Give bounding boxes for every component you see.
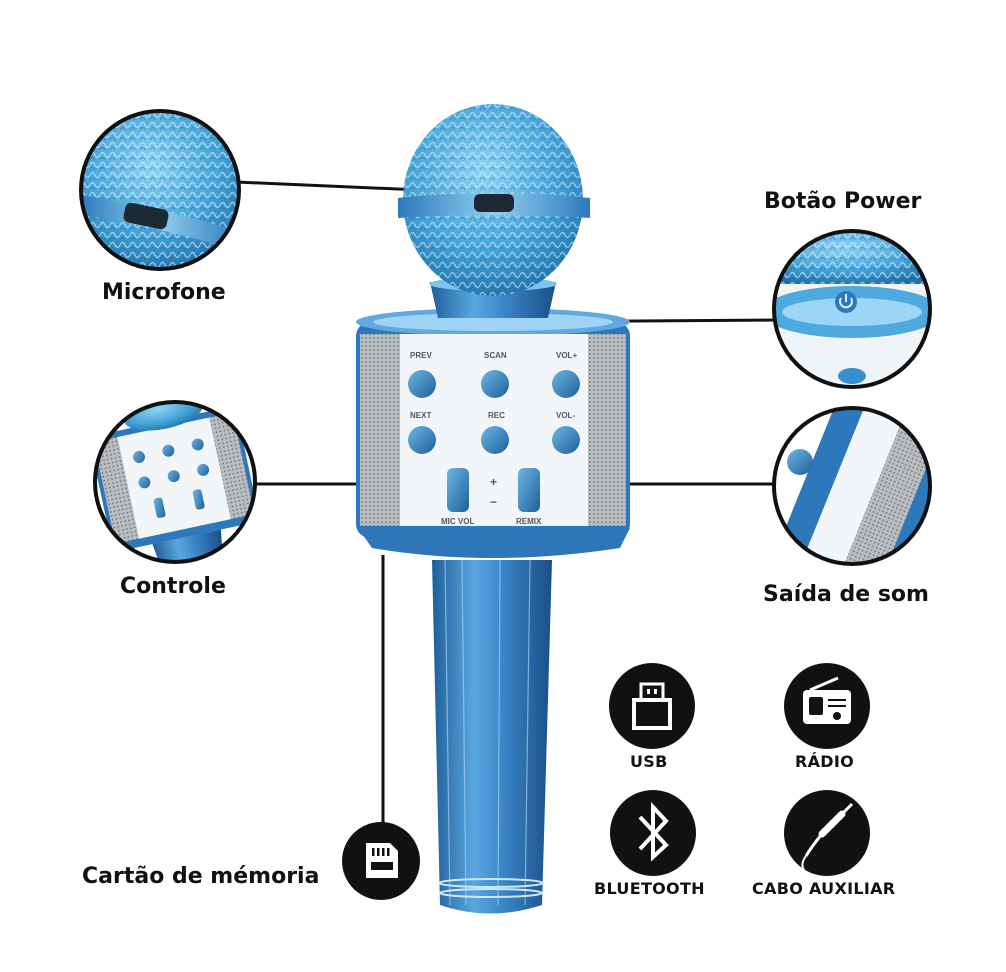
microphone-detail-circle	[79, 109, 241, 271]
panel-label-next: NEXT	[410, 411, 431, 420]
vol-up-button[interactable]	[552, 370, 580, 398]
panel-label-vol-up: VOL+	[556, 351, 577, 360]
sound-output-detail-circle	[772, 406, 932, 566]
panel-label-rec: REC	[488, 411, 505, 420]
panel-label-prev: PREV	[410, 351, 432, 360]
bluetooth-icon	[610, 790, 696, 876]
vol-down-button[interactable]	[552, 426, 580, 454]
aux-cable-icon	[784, 790, 870, 876]
next-button[interactable]	[408, 426, 436, 454]
rec-button[interactable]	[481, 426, 509, 454]
callout-sound-output: Saída de som	[763, 582, 929, 607]
feature-label-usb: USB	[630, 752, 668, 771]
mic-vol-slider[interactable]	[447, 468, 469, 512]
memory-card-icon	[342, 822, 420, 900]
microphone-body	[356, 104, 630, 914]
callout-controls: Controle	[120, 574, 226, 599]
panel-label-mic-vol: MIC VOL	[441, 517, 474, 526]
feature-label-bluetooth: BLUETOOTH	[594, 879, 705, 898]
power-detail-circle	[772, 229, 932, 389]
usb-icon	[609, 663, 695, 749]
callout-microphone: Microfone	[102, 280, 226, 305]
feature-label-aux-cable: CABO AUXILIAR	[752, 879, 896, 898]
panel-label-scan: SCAN	[484, 351, 507, 360]
panel-minus: −	[490, 495, 497, 509]
panel-plus: +	[490, 475, 497, 489]
control-panel: PREV SCAN VOL+ NEXT REC VOL- + − MIC VOL…	[408, 351, 580, 526]
callout-memory-card: Cartão de mémoria	[82, 864, 320, 889]
panel-label-remix: REMIX	[516, 517, 542, 526]
remix-slider[interactable]	[518, 468, 540, 512]
radio-icon	[784, 663, 870, 749]
feature-label-radio: RÁDIO	[795, 752, 855, 771]
prev-button[interactable]	[408, 370, 436, 398]
scan-button[interactable]	[481, 370, 509, 398]
controls-detail-circle	[93, 400, 257, 564]
panel-label-vol-down: VOL-	[556, 411, 575, 420]
callout-power-button: Botão Power	[764, 189, 922, 214]
